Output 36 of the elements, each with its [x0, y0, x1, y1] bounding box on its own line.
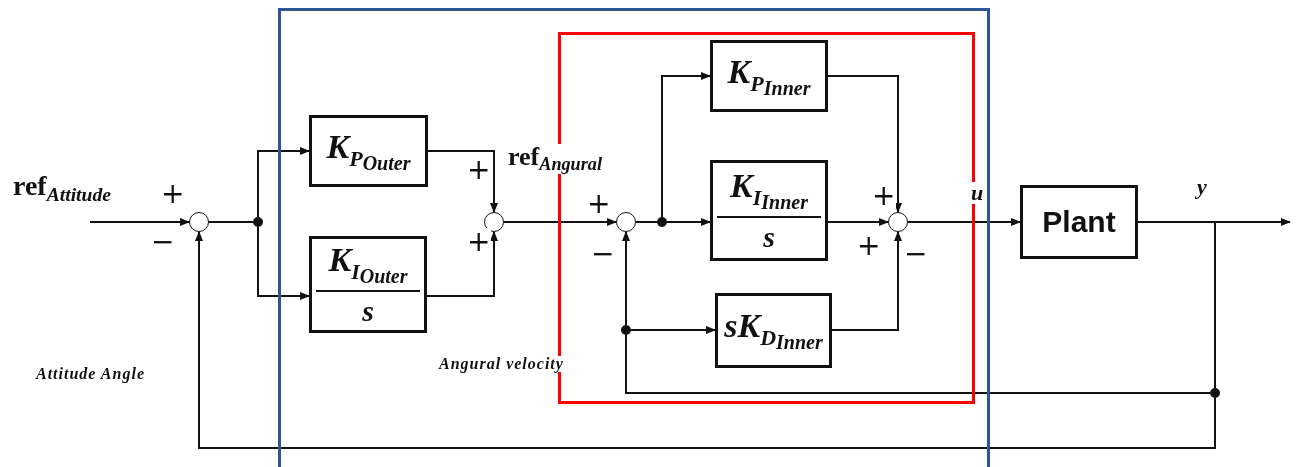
- arrow: [503, 218, 617, 226]
- arrow: [630, 326, 716, 334]
- arrow: [195, 231, 1216, 449]
- summing-junction: [189, 212, 209, 232]
- gain-block: [710, 40, 828, 112]
- gain-block: [309, 115, 428, 187]
- arrow: [827, 75, 902, 213]
- signal-label: ref$_{Angural}$: [507, 144, 603, 174]
- summing-junction: [616, 212, 636, 232]
- arrow: [666, 218, 711, 226]
- arrow: [427, 150, 498, 213]
- summing-junction: [484, 212, 504, 232]
- denominator-label: s: [316, 290, 420, 326]
- block-label: Plant: [1042, 207, 1116, 237]
- arrow: [257, 147, 310, 218]
- junction-dot: [657, 217, 667, 227]
- signal-label: Angural velocity: [438, 356, 565, 372]
- signal-label: Attitude Angle: [35, 366, 146, 382]
- junction-dot: [1210, 388, 1220, 398]
- arrow: [831, 231, 902, 331]
- gain-block: [715, 293, 832, 368]
- arrow: [257, 226, 310, 300]
- arrow: [661, 72, 711, 218]
- signal-label: u: [970, 182, 985, 204]
- arrow: [89, 218, 190, 226]
- denominator-label: s: [717, 216, 821, 252]
- arrow: [907, 218, 1021, 226]
- junction-dot: [621, 325, 631, 335]
- arrow: [426, 231, 498, 297]
- arrow: [622, 231, 630, 326]
- plant-block: [1020, 185, 1138, 259]
- junction-dot: [253, 217, 263, 227]
- gain-block: [309, 236, 427, 333]
- arrow: [827, 218, 889, 226]
- gain-block: [710, 160, 828, 261]
- summing-junction: [888, 212, 908, 232]
